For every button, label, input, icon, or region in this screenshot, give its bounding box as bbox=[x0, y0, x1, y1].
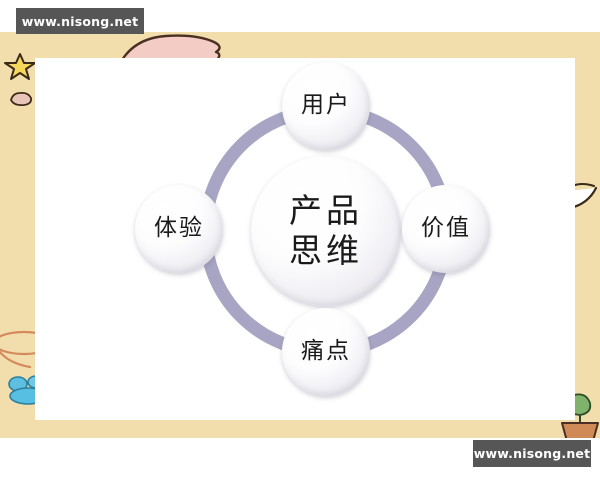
node-experience[interactable]: 体验 bbox=[135, 185, 223, 273]
star-doodle bbox=[4, 52, 38, 82]
content-card: 产品 思维 用户 价值 痛点 体验 bbox=[35, 58, 575, 420]
watermark-bottom-text: www.nisong.net bbox=[473, 446, 591, 461]
watermark-top-text: www.nisong.net bbox=[21, 13, 139, 29]
node-pain-point[interactable]: 痛点 bbox=[282, 308, 370, 396]
node-value-label: 价值 bbox=[421, 215, 471, 242]
product-thinking-diagram: 产品 思维 用户 价值 痛点 体验 bbox=[35, 58, 575, 420]
watermark-top: www.nisong.net bbox=[16, 8, 144, 34]
watermark-bottom: www.nisong.net bbox=[473, 440, 591, 467]
pebble-doodle bbox=[8, 89, 34, 107]
node-value[interactable]: 价值 bbox=[402, 185, 490, 273]
node-experience-label: 体验 bbox=[154, 215, 204, 242]
center-node-product-thinking[interactable]: 产品 思维 bbox=[251, 156, 401, 306]
node-pain-point-label: 痛点 bbox=[301, 338, 351, 365]
node-user[interactable]: 用户 bbox=[282, 62, 370, 150]
node-user-label: 用户 bbox=[301, 92, 351, 119]
center-node-label: 产品 思维 bbox=[289, 191, 363, 270]
